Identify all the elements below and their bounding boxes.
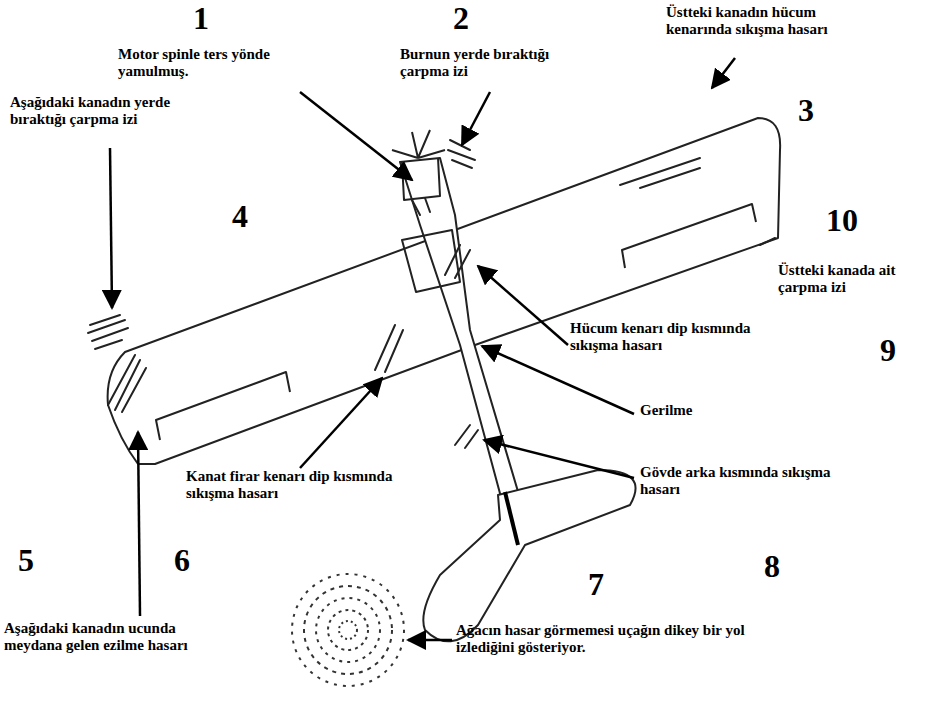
damage-note: Burnun yerde bıraktığı çarpma izi <box>400 46 580 81</box>
damage-note: Üstteki kanada ait çarpma izi <box>778 262 943 297</box>
callout-number: 2 <box>453 0 469 37</box>
damage-note: Gövde arka kısmında sıkışma hasarı <box>640 464 840 499</box>
callout-number: 5 <box>18 542 34 579</box>
damage-note: Üstteki kanadın hücum kenarında sıkışma … <box>666 4 881 39</box>
damage-note: Motor spinle ters yönde yamulmuş. <box>118 46 328 81</box>
callout-number: 10 <box>826 202 858 239</box>
callout-number: 3 <box>798 92 814 129</box>
damage-note: Aşağıdaki kanadın yerde bıraktığı çarpma… <box>10 94 225 129</box>
damage-note: Ağacın hasar görmemesi uçağın dikey bir … <box>456 622 746 657</box>
tail-crease <box>505 492 518 545</box>
callout-number: 6 <box>174 542 190 579</box>
aileron <box>156 372 290 440</box>
callout-number: 1 <box>193 0 209 37</box>
damage-note: Aşağıdaki kanadın ucunda meydana gelen e… <box>4 620 209 655</box>
tree <box>292 574 404 686</box>
damage-note: Hücum kenarı dip kısmında sıkışma hasarı <box>570 320 785 355</box>
aileron <box>622 204 756 268</box>
callout-number: 9 <box>880 332 896 369</box>
tail <box>423 470 635 641</box>
damage-note: Kanat firar kenarı dip kısmında sıkışma … <box>186 468 406 503</box>
damage-note: Gerilme <box>640 402 692 419</box>
damage-marks <box>88 140 775 448</box>
callout-number: 4 <box>232 198 248 235</box>
callout-number: 8 <box>764 548 780 585</box>
callout-number: 7 <box>588 566 604 603</box>
fuselage <box>400 158 522 512</box>
propeller <box>392 130 445 158</box>
engine-cowl <box>402 158 440 200</box>
